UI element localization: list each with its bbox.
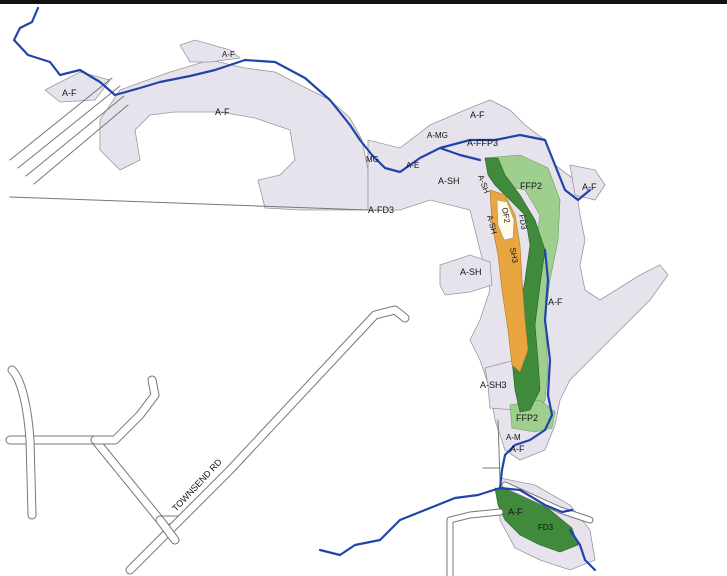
river-mid bbox=[438, 146, 482, 162]
fd3-main bbox=[484, 157, 546, 413]
label-af: A-F bbox=[222, 50, 235, 59]
roads-south bbox=[446, 419, 594, 576]
roads-southwest bbox=[5, 305, 410, 575]
road-network bbox=[5, 77, 594, 576]
label-a-fd3: A-FD3 bbox=[368, 205, 394, 215]
label-af: A-F bbox=[582, 182, 597, 192]
label-a-sh3: A-SH3 bbox=[480, 380, 507, 390]
top-border bbox=[0, 0, 727, 4]
label-a-m: A-M bbox=[506, 433, 521, 442]
label-af: A-F bbox=[470, 110, 485, 120]
rail-line-c bbox=[25, 95, 125, 177]
parcel-hook bbox=[179, 39, 241, 63]
river bbox=[12, 6, 597, 572]
rail-line-b bbox=[17, 85, 121, 169]
boundary-line bbox=[9, 196, 369, 211]
label-ffp2: FFP2 bbox=[520, 181, 542, 191]
label-mg: MG bbox=[366, 155, 379, 164]
river-north bbox=[12, 6, 592, 202]
parcel-east-tab bbox=[569, 164, 606, 201]
label-a-mg: A-MG bbox=[427, 131, 448, 140]
label-a-sh: A-SH bbox=[460, 267, 482, 277]
parcel-ash bbox=[439, 254, 493, 296]
river-southeast bbox=[568, 528, 597, 572]
label-af: A-F bbox=[62, 88, 77, 98]
label-af: A-F bbox=[548, 297, 563, 307]
rail-line-d bbox=[33, 104, 129, 185]
label-af: A-F bbox=[508, 507, 523, 517]
label-a-e: A-E bbox=[406, 161, 419, 170]
sh3-zone bbox=[489, 189, 529, 373]
label-af: A-F bbox=[215, 107, 230, 117]
fd3-zones bbox=[484, 157, 579, 553]
river-east bbox=[498, 248, 554, 490]
label-a-sh: A-SH bbox=[438, 176, 460, 186]
label-of2: OF2 bbox=[500, 207, 512, 224]
label-ffp2: FFP2 bbox=[516, 413, 538, 423]
label-fd3: FD3 bbox=[538, 523, 554, 532]
label-af: A-F bbox=[510, 444, 525, 454]
of2-zone bbox=[496, 199, 515, 241]
label-fd3: FD3 bbox=[517, 214, 529, 231]
label-sh3: SH3 bbox=[508, 247, 520, 264]
rail-line-a bbox=[9, 77, 113, 161]
label-a-ffp3: A-FFP3 bbox=[467, 138, 498, 148]
river-south bbox=[318, 486, 574, 557]
parcel-west bbox=[99, 59, 369, 211]
